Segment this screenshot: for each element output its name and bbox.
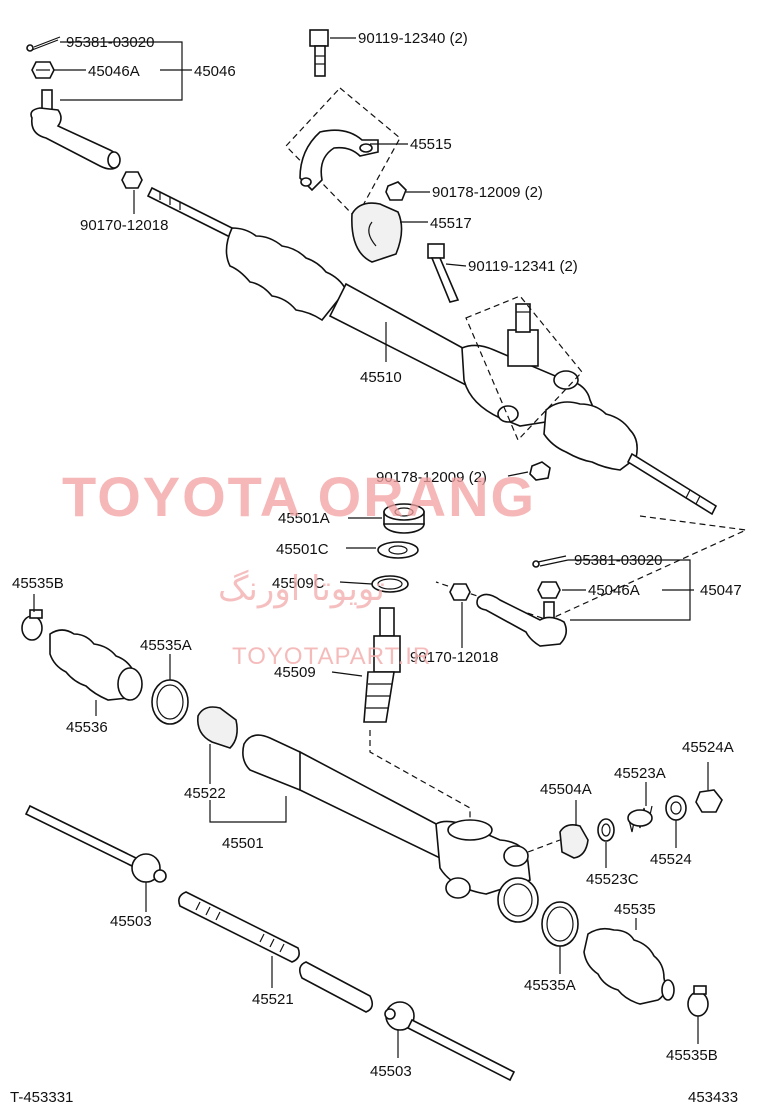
locknut-45524A-icon bbox=[695, 789, 723, 813]
label-45046A-right: 45046A bbox=[588, 582, 640, 599]
clamp-45535A-left-icon bbox=[151, 679, 189, 725]
label-45515: 45515 bbox=[410, 136, 452, 153]
dashed-pinion-guide bbox=[369, 730, 471, 824]
castle-nut-top-icon bbox=[31, 61, 55, 79]
label-45504A: 45504A bbox=[540, 781, 592, 798]
bolt-90119-12341-icon bbox=[427, 243, 460, 303]
label-45501C: 45501C bbox=[276, 541, 329, 558]
label-90170-right: 90170-12018 bbox=[410, 649, 498, 666]
spring-45523A-icon bbox=[627, 805, 653, 833]
cotter-pin-top-icon bbox=[26, 36, 61, 52]
washer-45523C-icon bbox=[597, 818, 615, 842]
dashed-bracket-frame bbox=[285, 87, 401, 219]
label-90170-top: 90170-12018 bbox=[80, 217, 168, 234]
washer-45501C-icon bbox=[377, 541, 419, 559]
tie-rod-end-right-icon bbox=[476, 593, 568, 647]
guide-45504A-icon bbox=[559, 824, 589, 859]
label-90178-mid: 90178-12009 (2) bbox=[376, 469, 487, 486]
pinion-45509-icon bbox=[363, 607, 401, 723]
inner-tie-rod-45503-left-icon bbox=[24, 804, 167, 883]
label-45047: 45047 bbox=[700, 582, 742, 599]
nut-90178-mid-icon bbox=[529, 461, 551, 481]
dashed-housing-frame bbox=[465, 295, 583, 442]
label-45535: 45535 bbox=[614, 901, 656, 918]
label-45503-bottom: 45503 bbox=[370, 1063, 412, 1080]
label-45501A: 45501A bbox=[278, 510, 330, 527]
label-45524: 45524 bbox=[650, 851, 692, 868]
label-45503-left: 45503 bbox=[110, 913, 152, 930]
label-45509C: 45509C bbox=[272, 575, 325, 592]
label-45523A: 45523A bbox=[614, 765, 666, 782]
nut-90170-right-icon bbox=[449, 583, 471, 601]
label-45510: 45510 bbox=[360, 369, 402, 386]
label-45535A-left: 45535A bbox=[140, 637, 192, 654]
label-95381-top: 95381-03020 bbox=[66, 34, 154, 51]
clamp-45535B-left-icon bbox=[21, 609, 43, 641]
label-95381-right: 95381-03020 bbox=[574, 552, 662, 569]
bracket-45515-icon bbox=[299, 129, 379, 192]
label-90119-12340: 90119-12340 (2) bbox=[358, 30, 468, 47]
label-45521: 45521 bbox=[252, 991, 294, 1008]
label-45509: 45509 bbox=[274, 664, 316, 681]
plug-45524-icon bbox=[665, 795, 687, 821]
label-45046: 45046 bbox=[194, 63, 236, 80]
rack-sleeve-icon bbox=[298, 961, 374, 1013]
bushing-45522-icon bbox=[196, 706, 238, 749]
watermark-url: TOYOTAPART.IR bbox=[232, 643, 431, 670]
tie-rod-end-left-icon bbox=[30, 89, 121, 170]
label-45524A: 45524A bbox=[682, 739, 734, 756]
boot-45536-icon bbox=[49, 629, 143, 701]
label-45517: 45517 bbox=[430, 215, 472, 232]
watermark-brand: TOYOTA ORANG bbox=[62, 465, 536, 528]
label-45535A-right: 45535A bbox=[524, 977, 576, 994]
label-45536: 45536 bbox=[66, 719, 108, 736]
inner-tie-rod-45503-bottom-icon bbox=[384, 1001, 516, 1082]
leader-lines bbox=[33, 37, 709, 1058]
label-45522: 45522 bbox=[184, 785, 226, 802]
steering-rack-45510-icon bbox=[146, 186, 718, 516]
label-45535B-right: 45535B bbox=[666, 1047, 718, 1064]
label-45501: 45501 bbox=[222, 835, 264, 852]
watermark-persian: تویوتا اورنگ bbox=[218, 569, 385, 609]
label-45046A-top: 45046A bbox=[88, 63, 140, 80]
bolt-90119-12340-icon bbox=[309, 29, 329, 77]
rack-housing-45501-icon bbox=[242, 734, 539, 923]
nut-90170-top-icon bbox=[121, 171, 143, 189]
label-90119-12341: 90119-12341 (2) bbox=[468, 258, 578, 275]
label-45523C: 45523C bbox=[586, 871, 639, 888]
clamp-45535B-right-icon bbox=[687, 985, 709, 1017]
cotter-pin-right-icon bbox=[532, 555, 569, 568]
label-45535B-left: 45535B bbox=[12, 575, 64, 592]
rack-45521-icon bbox=[178, 891, 300, 963]
bushing-45517-icon bbox=[351, 202, 403, 263]
dashed-guide-lower bbox=[527, 839, 561, 853]
boot-45535-icon bbox=[583, 927, 675, 1005]
castle-nut-right-icon bbox=[537, 581, 561, 599]
diagram-code-right: 453433 bbox=[688, 1089, 738, 1106]
label-90178-top: 90178-12009 (2) bbox=[432, 184, 543, 201]
seal-45501A-icon bbox=[383, 503, 425, 534]
nut-90178-top-icon bbox=[385, 181, 407, 201]
diagram-code-left: T-453331 bbox=[10, 1089, 73, 1106]
clamp-45535A-right-icon bbox=[541, 901, 579, 947]
